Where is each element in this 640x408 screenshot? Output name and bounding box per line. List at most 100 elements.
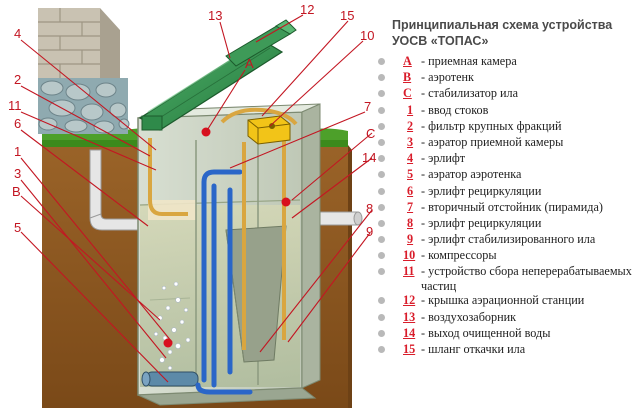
legend-code: C bbox=[403, 86, 412, 101]
callout-5: 5 bbox=[14, 220, 21, 235]
legend: A - приемная камера B - аэротенк C - ста… bbox=[376, 54, 638, 358]
bullet-dot bbox=[378, 346, 385, 353]
legend-item-12: 12 - крышка аэрационной станции bbox=[376, 293, 638, 309]
legend-item-9: 9 - эрлифт стабилизированного ила bbox=[376, 232, 638, 248]
legend-item-a: A - приемная камера bbox=[376, 54, 638, 70]
callout-1: 1 bbox=[14, 144, 21, 159]
bullet-dot bbox=[378, 74, 385, 82]
legend-text: - крышка аэрационной станции bbox=[421, 293, 585, 308]
legend-item-7: 7 - вторичный отстойник (пирамида) bbox=[376, 200, 638, 216]
legend-item-11: 11 - устройство сбора неперерабатываемых… bbox=[376, 264, 638, 293]
legend-item-2: 2 - фильтр крупных фракций bbox=[376, 119, 638, 135]
legend-text: - эрлифт bbox=[421, 151, 466, 166]
leader-lines bbox=[20, 14, 373, 383]
bottom-aerator bbox=[141, 371, 199, 387]
callout-11: 11 bbox=[8, 98, 22, 113]
callout-8: 8 bbox=[366, 201, 373, 216]
legend-code: 11 bbox=[403, 264, 415, 279]
legend-text: - выход очищенной воды bbox=[421, 325, 551, 340]
bullet-dot bbox=[378, 122, 385, 130]
legend-text: - аэротенк bbox=[421, 70, 474, 85]
legend-item-8: 8 - эрлифт рециркуляции bbox=[376, 216, 638, 232]
bullet-dot bbox=[378, 252, 385, 260]
legend-text: - воздухозаборник bbox=[421, 309, 517, 324]
bullet-dot bbox=[378, 187, 385, 195]
legend-item-b: B - аэротенк bbox=[376, 70, 638, 86]
legend-code: 6 bbox=[407, 183, 414, 198]
callout-a: A bbox=[245, 56, 254, 71]
legend-code: 8 bbox=[407, 215, 414, 230]
callout-15: 15 bbox=[340, 8, 354, 23]
legend-code: A bbox=[403, 54, 412, 68]
bullet-dot bbox=[378, 219, 385, 227]
callout-labels: 4 2 11 6 1 3 B 5 13 12 15 10 A 7 C 14 8 … bbox=[8, 2, 376, 239]
callout-4: 4 bbox=[14, 26, 21, 41]
bullet-dot bbox=[378, 106, 385, 114]
diagram-title: Принципиальная схема устройства УОСВ «ТО… bbox=[392, 17, 638, 49]
title-line-2: УОСВ «ТОПАС» bbox=[392, 34, 489, 48]
legend-item-13: 13 - воздухозаборник bbox=[376, 310, 638, 326]
wall-and-gravel bbox=[38, 8, 130, 134]
legend-text: - устройство сбора неперерабатываемых ча… bbox=[421, 264, 632, 293]
legend-text: - стабилизатор ила bbox=[421, 86, 519, 101]
legend-code: 1 bbox=[407, 102, 414, 117]
legend-code: 9 bbox=[407, 232, 414, 247]
legend-code: 3 bbox=[407, 134, 414, 149]
callout-12: 12 bbox=[300, 2, 314, 17]
legend-code: 13 bbox=[403, 309, 416, 324]
callout-13: 13 bbox=[208, 8, 222, 23]
legend-code: 10 bbox=[403, 248, 416, 263]
legend-code: B bbox=[403, 70, 412, 85]
bullet-dot bbox=[378, 268, 385, 276]
legend-code: 15 bbox=[403, 342, 416, 356]
callout-9: 9 bbox=[366, 224, 373, 239]
callout-6: 6 bbox=[14, 116, 21, 131]
bullet-dot bbox=[378, 138, 385, 146]
callout-10: 10 bbox=[360, 28, 374, 43]
legend-text: - эрлифт рециркуляции bbox=[421, 215, 542, 230]
bullet-dot bbox=[378, 297, 385, 305]
legend-item-15: 15 - шланг откачки ила bbox=[376, 342, 638, 358]
callout-7: 7 bbox=[364, 99, 371, 114]
bullet-dot bbox=[378, 236, 385, 244]
legend-item-4: 4 - эрлифт bbox=[376, 151, 638, 167]
bullet-dot bbox=[378, 313, 385, 321]
title-line-1: Принципиальная схема устройства bbox=[392, 18, 613, 32]
callout-3: 3 bbox=[14, 166, 21, 181]
legend-code: 2 bbox=[407, 118, 414, 133]
legend-text: - ввод стоков bbox=[421, 102, 489, 117]
bullet-dot bbox=[378, 58, 385, 65]
legend-item-5: 5 - аэратор аэротенка bbox=[376, 167, 638, 183]
callout-14: 14 bbox=[362, 150, 376, 165]
legend-item-1: 1 - ввод стоков bbox=[376, 103, 638, 119]
bullet-dot bbox=[378, 155, 385, 163]
legend-code: 5 bbox=[407, 167, 414, 182]
legend-code: 7 bbox=[407, 199, 414, 214]
bullet-dot bbox=[378, 171, 385, 179]
tank-internals bbox=[149, 140, 287, 385]
hoses bbox=[148, 107, 298, 350]
legend-text: - аэратор аэротенка bbox=[421, 167, 522, 182]
callout-b: B bbox=[12, 184, 21, 199]
legend-code: 12 bbox=[403, 293, 416, 308]
callout-c: C bbox=[366, 126, 375, 141]
bullet-dot bbox=[378, 203, 385, 211]
legend-text: - приемная камера bbox=[421, 54, 517, 68]
legend-item-c: C - стабилизатор ила bbox=[376, 86, 638, 102]
legend-text: - вторичный отстойник (пирамида) bbox=[421, 199, 603, 214]
callout-2: 2 bbox=[14, 72, 21, 87]
bullet-dot bbox=[378, 90, 385, 98]
bullet-dot bbox=[378, 329, 385, 337]
airlift-pipes bbox=[195, 169, 253, 395]
bubbles bbox=[153, 281, 191, 371]
legend-text: - аэратор приемной камеры bbox=[421, 134, 564, 149]
legend-text: - эрлифт стабилизированного ила bbox=[421, 232, 596, 247]
legend-item-14: 14 - выход очищенной воды bbox=[376, 326, 638, 342]
air-intake bbox=[225, 19, 297, 67]
compressors bbox=[247, 115, 291, 145]
legend-item-10: 10 - компрессоры bbox=[376, 248, 638, 264]
legend-item-6: 6 - эрлифт рециркуляции bbox=[376, 184, 638, 200]
legend-text: - эрлифт рециркуляции bbox=[421, 183, 542, 198]
legend-text: - фильтр крупных фракций bbox=[421, 118, 562, 133]
